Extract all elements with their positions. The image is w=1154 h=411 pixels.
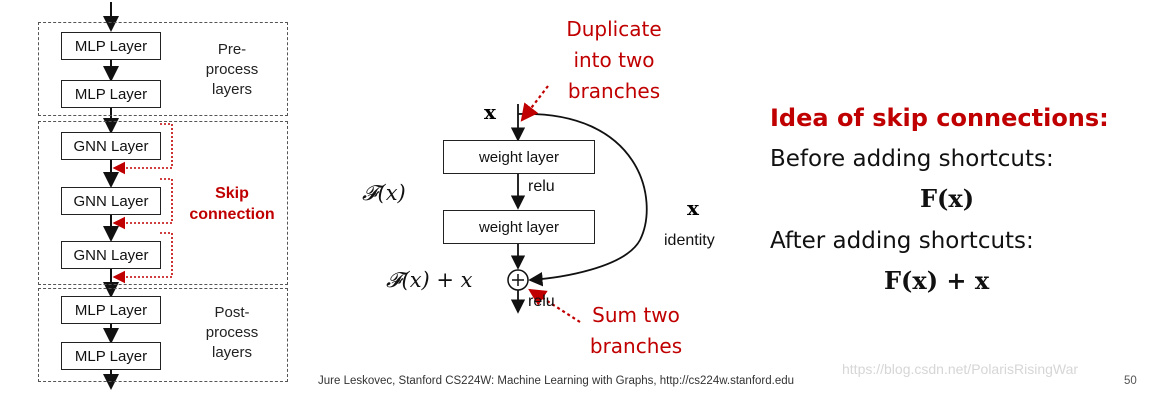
fx-label: 𝓕(x) xyxy=(362,181,406,205)
postprocess-section xyxy=(38,288,288,382)
after-text: After adding shortcuts: xyxy=(770,228,1034,254)
mlp-layer-box: MLP Layer xyxy=(61,342,161,370)
resblock-arrows xyxy=(510,104,648,314)
gnn-section xyxy=(38,121,288,285)
weight-layer-box: weight layer xyxy=(443,140,595,174)
identity-label: identity xyxy=(664,232,715,249)
gnn-layer-box: GNN Layer xyxy=(61,132,161,160)
relu-label: relu xyxy=(528,178,555,195)
preprocess-section xyxy=(38,22,288,116)
annotation-pointers xyxy=(520,85,581,323)
before-formula: F(x) xyxy=(920,184,975,213)
gnn-layer-box: GNN Layer xyxy=(61,187,161,215)
gnn-layer-box: GNN Layer xyxy=(61,241,161,269)
relu-label: relu xyxy=(528,293,555,310)
skip-connection-arrows xyxy=(112,123,173,284)
after-formula: F(x) + x xyxy=(884,266,990,295)
watermark-text: https://blog.csdn.net/PolarisRisingWar xyxy=(842,361,1079,377)
mlp-layer-box: MLP Layer xyxy=(61,80,161,108)
page-number: 50 xyxy=(1124,375,1137,387)
fx-plus-x-label: 𝓕(x) + x xyxy=(386,268,473,292)
sum-circle-icon xyxy=(507,269,529,291)
identity-x-label: x xyxy=(687,196,699,220)
before-text: Before adding shortcuts: xyxy=(770,146,1054,172)
mlp-layer-box: MLP Layer xyxy=(61,296,161,324)
citation-text: Jure Leskovec, Stanford CS224W: Machine … xyxy=(318,375,795,387)
x-input-label: x xyxy=(484,100,496,124)
skip-heading: Idea of skip connections: xyxy=(770,104,1109,132)
weight-layer-box: weight layer xyxy=(443,210,595,244)
mlp-layer-box: MLP Layer xyxy=(61,32,161,60)
